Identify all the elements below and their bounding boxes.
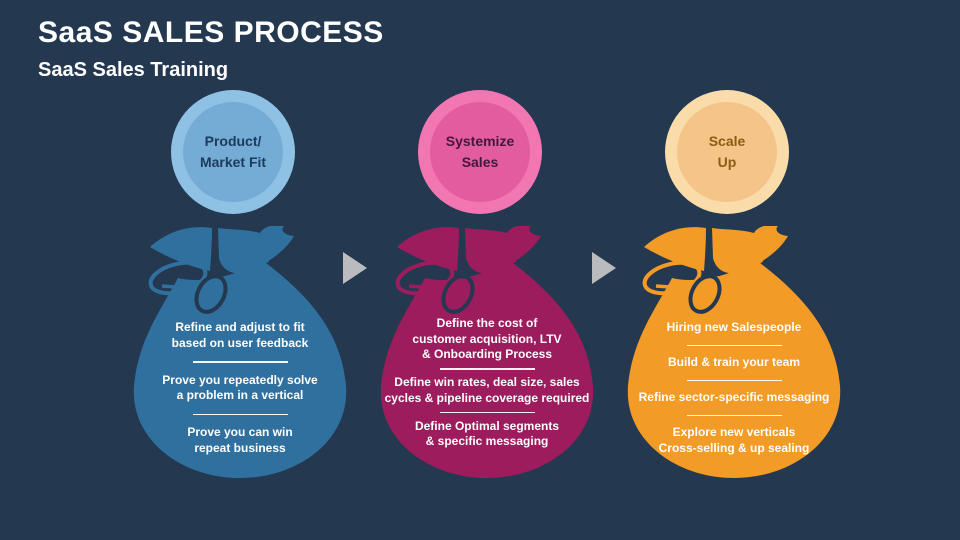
divider xyxy=(686,344,782,346)
stage-point: Prove you repeatedly solve a problem in … xyxy=(162,372,318,403)
stage-systemize-sales: Systemize Sales Define the cost of custo… xyxy=(367,90,607,516)
stage-label: Scale Up xyxy=(708,133,746,170)
stage-circle-inner: Systemize Sales xyxy=(430,102,530,202)
stage-product-market-fit: Product/ Market Fit Refine and adjust to… xyxy=(120,90,360,516)
divider xyxy=(192,413,288,415)
stage-point: Build & train your team xyxy=(667,355,801,369)
stage-point: Explore new verticals Cross-selling & up… xyxy=(658,425,810,455)
divider xyxy=(439,368,535,370)
page-title: SaaS SALES PROCESS xyxy=(38,16,384,49)
stage-circle-inner: Scale Up xyxy=(677,102,777,202)
stage-label: Systemize Sales xyxy=(445,133,515,170)
divider xyxy=(686,414,782,416)
stage-point: Define Optimal segments & specific messa… xyxy=(414,418,560,449)
stage-point: Prove you can win repeat business xyxy=(187,425,293,455)
arrow-right-icon xyxy=(592,252,616,284)
stage-circle: Scale Up xyxy=(665,90,789,214)
stage-scale-up: Scale Up Hiring new Salespeople Build & … xyxy=(614,90,854,516)
stage-circle: Product/ Market Fit xyxy=(171,90,295,214)
page-subtitle: SaaS Sales Training xyxy=(38,59,229,81)
stage-circle: Systemize Sales xyxy=(418,90,542,214)
stage-points: Refine and adjust to fit based on user f… xyxy=(122,320,358,456)
divider xyxy=(192,361,288,363)
stage-point: Refine sector-specific messaging xyxy=(638,390,830,404)
stage-label: Product/ Market Fit xyxy=(199,133,267,170)
stage-point: Define win rates, deal size, sales cycle… xyxy=(384,375,590,405)
stage-point: Hiring new Salespeople xyxy=(666,320,802,334)
divider xyxy=(686,379,782,381)
divider xyxy=(439,411,535,413)
arrow-right-icon xyxy=(343,252,367,284)
stage-circle-inner: Product/ Market Fit xyxy=(183,102,283,202)
stage-points: Define the cost of customer acquisition,… xyxy=(369,316,605,450)
stage-point: Refine and adjust to fit based on user f… xyxy=(171,320,309,350)
stage-point: Define the cost of customer acquisition,… xyxy=(412,316,562,361)
stage-points: Hiring new Salespeople Build & train you… xyxy=(616,320,852,456)
